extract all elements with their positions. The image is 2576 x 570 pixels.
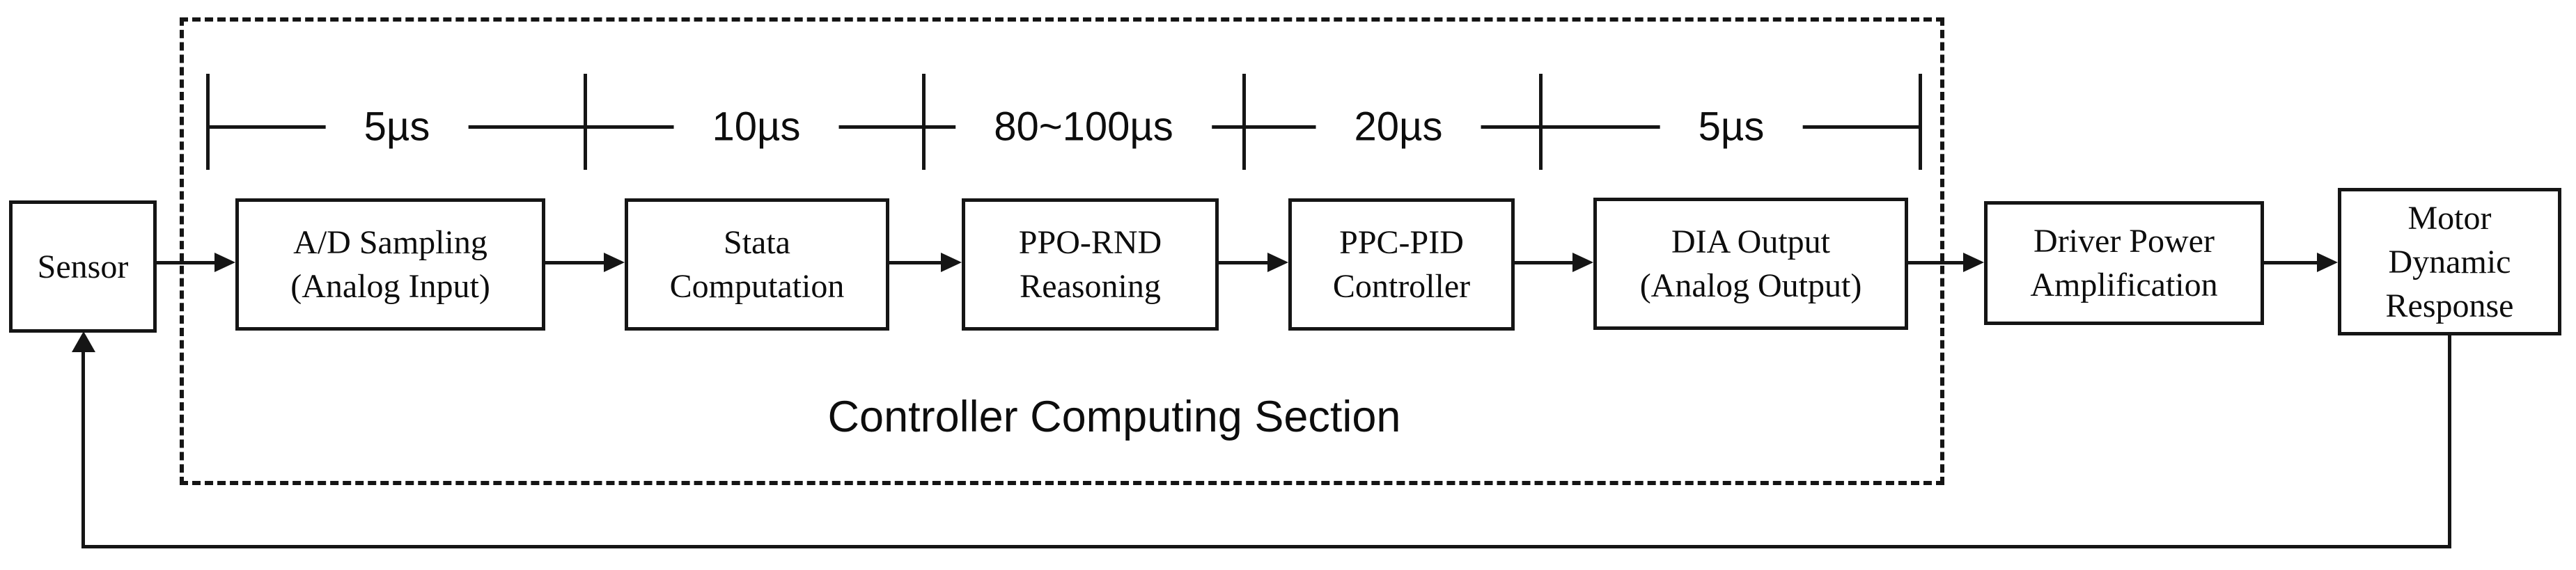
node-motor-dynamic-response: Motor Dynamic Response: [2338, 188, 2561, 335]
node-ppc-pid-controller: PPC-PID Controller: [1288, 198, 1515, 331]
timing-label-ppc-pid: 20µs: [1316, 103, 1481, 150]
node-ppo-rnd-reasoning: PPO-RND Reasoning: [962, 198, 1219, 331]
timing-tick-5: [1539, 74, 1543, 170]
node-ppc-pid-controller-label: PPC-PID Controller: [1332, 224, 1471, 305]
timing-tick-6: [1919, 74, 1922, 170]
arrow-head-driver-to-motor: [2317, 253, 2338, 272]
timing-tick-1: [206, 74, 210, 170]
node-sensor-label: Sensor: [37, 248, 129, 285]
node-motor-dynamic-response-label: Motor Dynamic Response: [2385, 199, 2514, 324]
arrow-head-ppc-to-dia: [1572, 253, 1593, 272]
arrow-head-sensor-to-ad: [214, 253, 235, 272]
arrow-head-stata-to-ppo: [941, 253, 962, 272]
node-dia-output-label: DIA Output (Analog Output): [1639, 223, 1862, 304]
arrow-driver-to-motor: [2264, 261, 2320, 264]
arrow-ppo-to-ppc: [1219, 261, 1270, 264]
arrow-stata-to-ppo: [889, 261, 944, 264]
timing-label-stata: 10µs: [673, 103, 839, 150]
arrow-head-feedback-to-sensor: [72, 331, 95, 352]
controller-computing-section-boundary: [180, 17, 1944, 485]
feedback-line-bottom: [81, 545, 2451, 548]
node-driver-power-amplification: Driver Power Amplification: [1984, 201, 2264, 325]
node-ppo-rnd-reasoning-label: PPO-RND Reasoning: [1018, 224, 1162, 305]
arrow-ad-to-stata: [545, 261, 607, 264]
node-ad-sampling-label: A/D Sampling (Analog Input): [290, 224, 490, 305]
timing-tick-2: [584, 74, 587, 170]
section-label: Controller Computing Section: [827, 393, 1401, 441]
timing-tick-4: [1242, 74, 1246, 170]
feedback-line-down: [2448, 335, 2451, 548]
arrow-dia-to-driver: [1908, 261, 1966, 264]
timing-label-ppo-rnd: 80~100µs: [955, 103, 1212, 150]
timing-label-ad-sampling: 5µs: [325, 103, 469, 150]
node-sensor: Sensor: [9, 200, 157, 333]
node-dia-output: DIA Output (Analog Output): [1593, 198, 1908, 330]
feedback-line-up: [81, 349, 85, 548]
node-stata-computation: Stata Computation: [625, 198, 889, 331]
arrow-sensor-to-ad: [157, 261, 217, 264]
node-stata-computation-label: Stata Computation: [669, 224, 845, 305]
arrow-head-dia-to-driver: [1963, 253, 1984, 272]
arrow-head-ppo-to-ppc: [1267, 253, 1288, 272]
timing-tick-3: [922, 74, 926, 170]
node-ad-sampling: A/D Sampling (Analog Input): [235, 198, 545, 331]
node-driver-power-amplification-label: Driver Power Amplification: [2030, 223, 2218, 303]
timing-label-dia-output: 5µs: [1660, 103, 1803, 150]
arrow-ppc-to-dia: [1515, 261, 1575, 264]
arrow-head-ad-to-stata: [604, 253, 625, 272]
